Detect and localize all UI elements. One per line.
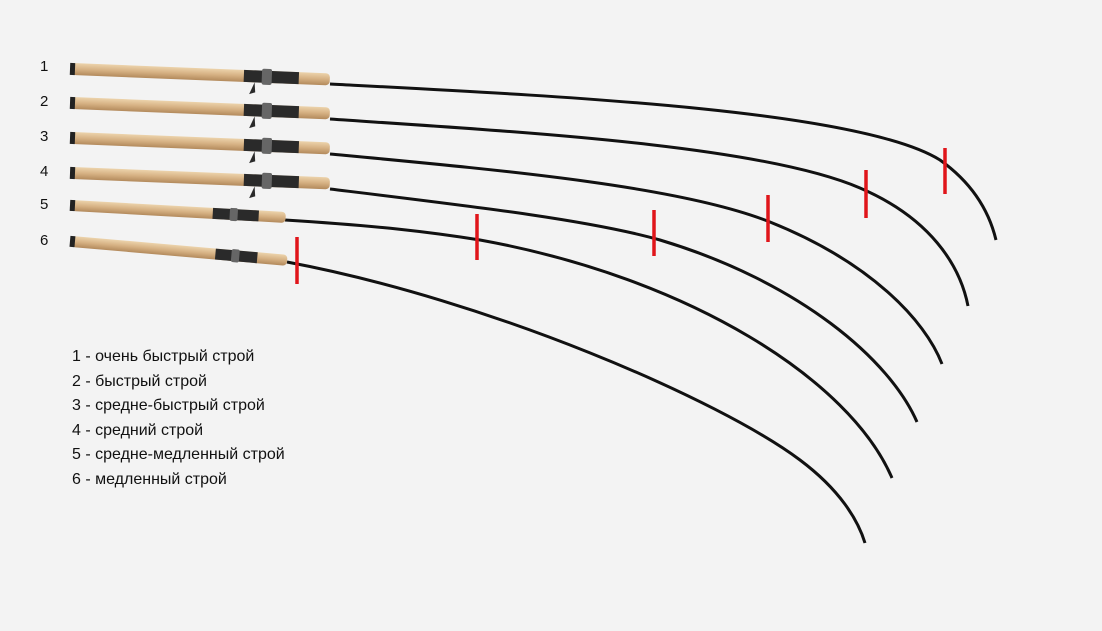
rod-3-blank [329, 152, 944, 365]
rod-2 [69, 96, 970, 307]
legend-item: 3 - средне-быстрый строй [72, 397, 265, 415]
rod-3-reel-seat [243, 137, 300, 164]
legend-item: 6 - медленный строй [72, 470, 227, 488]
rod-1 [69, 62, 998, 241]
rod-number-3: 3 [40, 128, 49, 145]
rod-5-butt-cap [69, 199, 76, 212]
rod-5-blank [284, 218, 894, 479]
rod-1-reel-seat [243, 68, 300, 95]
rod-4-blank [329, 187, 919, 423]
rod-3-butt-cap [69, 131, 76, 145]
legend-item: 2 - быстрый строй [72, 372, 207, 390]
rod-6-reel-seat [214, 248, 258, 264]
rod-2-reel-seat [243, 102, 300, 129]
rod-4 [69, 166, 919, 423]
rod-number-5: 5 [40, 196, 49, 213]
rod-1-blank [329, 82, 998, 241]
rod-4-reel-seat [243, 172, 300, 199]
legend: 1 - очень быстрый строй 2 - быстрый стро… [72, 345, 285, 493]
rod-number-1: 1 [40, 58, 49, 75]
rod-6 [69, 235, 867, 544]
rod-6-butt-cap [69, 235, 76, 248]
rod-6-blank [286, 260, 867, 544]
rod-3 [69, 131, 944, 365]
rod-4-butt-cap [69, 166, 76, 180]
rod-number-4: 4 [40, 163, 49, 180]
rod-number-2: 2 [40, 93, 49, 110]
rod-5-reel-seat [212, 207, 259, 222]
legend-item: 5 - средне-медленный строй [72, 446, 285, 464]
rod-2-butt-cap [69, 96, 76, 110]
legend-item: 1 - очень быстрый строй [72, 348, 255, 365]
rod-2-blank [329, 117, 970, 307]
rod-5 [69, 199, 894, 479]
legend-item: 4 - средний строй [72, 421, 204, 439]
rod-number-6: 6 [40, 232, 49, 249]
rod-1-butt-cap [69, 62, 76, 76]
